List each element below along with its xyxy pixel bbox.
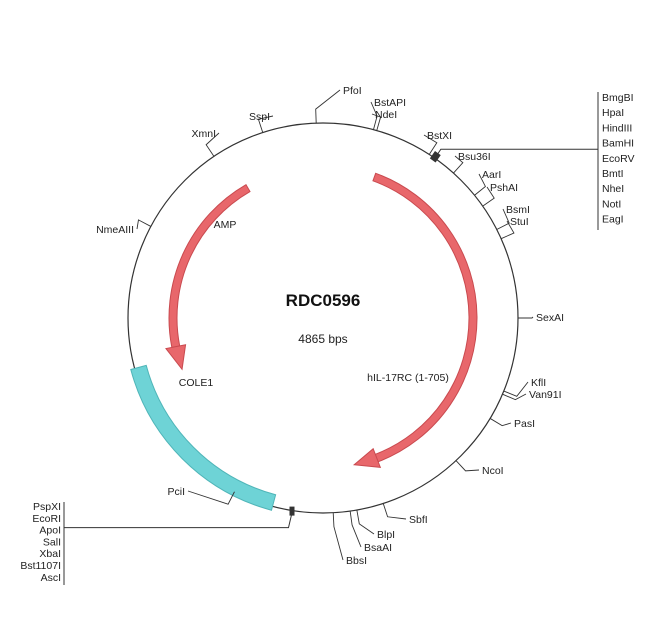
site-tick-pcii bbox=[187, 490, 235, 505]
feature-label-hil-17rc-1-705-: hIL-17RC (1-705) bbox=[367, 372, 449, 384]
mcs-right-enzyme-hpai: HpaI bbox=[602, 107, 624, 119]
feature-arrow-amp bbox=[165, 183, 251, 371]
site-tick-pshai bbox=[482, 186, 495, 207]
site-label-bsaai: BsaAI bbox=[364, 542, 392, 554]
mcs-right-enzyme-ecorv: EcoRV bbox=[602, 153, 635, 165]
site-tick-bsaai bbox=[349, 511, 362, 548]
mcs-left-enzyme-asci: AscI bbox=[41, 572, 61, 584]
site-label-ncoi: NcoI bbox=[482, 465, 504, 477]
site-tick-pfoi bbox=[315, 89, 341, 124]
site-tick-stui bbox=[500, 220, 515, 240]
mcs-left-enzyme-apoi: ApoI bbox=[39, 525, 61, 537]
site-label-sbfi: SbfI bbox=[409, 514, 428, 526]
mcs-left-enzyme-sali: SalI bbox=[43, 536, 61, 548]
mcs-right-enzyme-hindiii: HindIII bbox=[602, 122, 632, 134]
site-tick-bstxi bbox=[423, 134, 438, 155]
site-label-pfoi: PfoI bbox=[343, 85, 362, 97]
feature-arrow-hil-17rc-1-705- bbox=[352, 172, 478, 468]
site-label-bsmi: BsmI bbox=[506, 204, 530, 216]
mcs-left-enzyme-bst1107i: Bst1107I bbox=[20, 560, 61, 572]
site-label-blpi: BlpI bbox=[377, 529, 395, 541]
site-label-van91i: Van91I bbox=[529, 389, 562, 401]
site-label-sspi: SspI bbox=[249, 111, 270, 123]
mcs-left-enzyme-ecori: EcoRI bbox=[32, 513, 61, 525]
site-tick-van91i bbox=[502, 393, 527, 401]
plasmid-size: 4865 bps bbox=[298, 332, 347, 346]
site-label-bstxi: BstXI bbox=[427, 130, 452, 142]
feature-label-cole1: COLE1 bbox=[179, 377, 214, 389]
mcs-right-enzyme-eagi: EagI bbox=[602, 214, 624, 226]
mcs-left-leader bbox=[64, 510, 293, 529]
mcs-left-enzyme-xbai: XbaI bbox=[39, 548, 61, 560]
site-label-bsu36i: Bsu36I bbox=[458, 151, 491, 163]
site-label-stui: StuI bbox=[510, 216, 529, 228]
site-label-nmeaiii: NmeAIII bbox=[96, 224, 134, 236]
site-tick-sexai bbox=[518, 316, 534, 319]
site-tick-nmeaiii bbox=[136, 219, 152, 230]
site-label-aari: AarI bbox=[482, 169, 501, 181]
feature-layer: AMP hIL-17RC (1-705) COLE1 bbox=[130, 172, 478, 511]
mcs-layer: BmgBI HpaI HindIII BamHI EcoRV BmtI NheI NotI Ea… bbox=[20, 92, 635, 585]
site-tick-bsu36i bbox=[453, 155, 464, 174]
site-tick-sbfi bbox=[382, 503, 407, 520]
site-tick-xmni bbox=[205, 132, 220, 157]
site-label-bbsi: BbsI bbox=[346, 555, 367, 567]
site-label-ndei: NdeI bbox=[375, 109, 397, 121]
mcs-right-enzyme-bmgbi: BmgBI bbox=[602, 92, 634, 104]
site-label-pshai: PshAI bbox=[490, 182, 518, 194]
feature-block-cole1 bbox=[130, 364, 277, 511]
site-tick-ndei bbox=[371, 113, 382, 131]
mcs-right-enzyme-nhei: NheI bbox=[602, 183, 624, 195]
site-tick-pasi bbox=[489, 418, 512, 427]
site-label-bstapi: BstAPI bbox=[374, 97, 406, 109]
mcs-right-leader bbox=[434, 148, 598, 159]
mcs-right-enzyme-noti: NotI bbox=[602, 198, 621, 210]
site-tick-kfli bbox=[503, 381, 529, 397]
feature-label-amp: AMP bbox=[214, 219, 237, 231]
site-tick-blpi bbox=[356, 509, 375, 535]
site-label-sexai: SexAI bbox=[536, 312, 564, 324]
site-label-pasi: PasI bbox=[514, 418, 535, 430]
site-tick-bsmi bbox=[496, 208, 510, 230]
site-tick-sspi bbox=[257, 115, 274, 133]
mcs-left-enzyme-pspxi: PspXI bbox=[33, 501, 61, 513]
site-label-pcii: PciI bbox=[167, 486, 185, 498]
site-tick-aari bbox=[474, 173, 486, 196]
site-tick-ncoi bbox=[455, 460, 480, 472]
site-tick-bbsi bbox=[332, 512, 344, 561]
mcs-right-enzyme-bamhi: BamHI bbox=[602, 138, 634, 150]
mcs-right-enzyme-bmti: BmtI bbox=[602, 168, 624, 180]
site-label-xmni: XmnI bbox=[191, 128, 216, 140]
site-label-kfli: KflI bbox=[531, 377, 546, 389]
plasmid-name: RDC0596 bbox=[286, 291, 361, 310]
